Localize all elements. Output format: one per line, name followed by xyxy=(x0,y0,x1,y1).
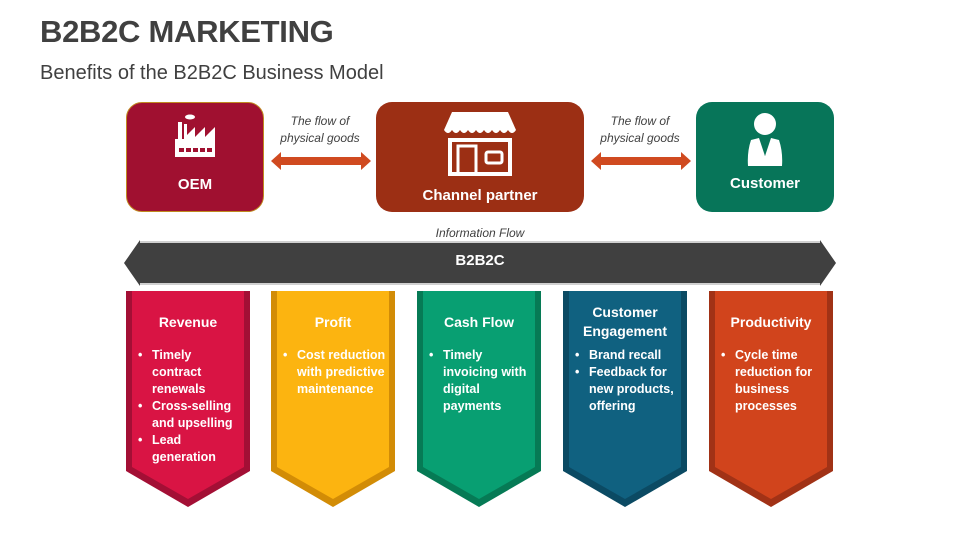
benefit-card-cash-flow: Cash Flow Timely invoicing with digital … xyxy=(417,291,541,507)
benefit-card-revenue: Revenue Timely contract renewals Cross-s… xyxy=(126,291,250,507)
customer-label: Customer xyxy=(729,175,800,192)
double-arrow-icon xyxy=(591,152,691,170)
store-icon xyxy=(444,112,516,176)
benefit-bullet: Cycle time reduction for business proces… xyxy=(719,347,827,415)
channel-partner-label: Channel partner xyxy=(422,187,538,204)
benefit-bullets: Timely contract renewals Cross-selling a… xyxy=(136,347,244,466)
benefit-bullets: Cycle time reduction for business proces… xyxy=(719,347,827,415)
slide-title: B2B2C MARKETING xyxy=(40,14,334,49)
benefit-title: Profit xyxy=(314,314,352,330)
flow-label-line: physical goods xyxy=(280,131,360,145)
customer-node: Customer xyxy=(696,102,834,212)
benefit-title: Revenue xyxy=(158,314,218,330)
b2b2c-label: B2B2C xyxy=(455,252,505,269)
benefit-bullets: Timely invoicing with digital payments xyxy=(427,347,535,415)
double-arrow-icon xyxy=(271,152,371,170)
b2b2c-double-arrow-band xyxy=(124,240,836,286)
flow-label-line: physical goods xyxy=(600,131,680,145)
benefit-title: Productivity xyxy=(730,314,812,330)
information-flow-label: Information Flow xyxy=(435,226,525,240)
flow-label-line: The flow of xyxy=(610,114,670,128)
benefit-title: Customer Engagement xyxy=(582,304,667,339)
factory-icon xyxy=(175,114,215,157)
benefit-card-productivity: Productivity Cycle time reduction for bu… xyxy=(709,291,833,507)
benefit-bullet: Brand recall xyxy=(573,347,681,364)
physical-flow-label-left: The flow of physical goods xyxy=(268,113,372,147)
benefit-card-customer-engagement: Customer Engagement Brand recall Feedbac… xyxy=(563,291,687,507)
benefit-title: Cash Flow xyxy=(443,314,514,330)
oem-node: OEM xyxy=(126,102,264,212)
benefit-bullet: Cross-selling and upselling xyxy=(136,398,244,432)
flow-label-line: The flow of xyxy=(290,114,350,128)
benefit-bullet: Timely contract renewals xyxy=(136,347,244,398)
benefit-bullet: Cost reduction with predictive maintenan… xyxy=(281,347,389,398)
benefit-bullets: Cost reduction with predictive maintenan… xyxy=(281,347,389,398)
businessman-icon xyxy=(747,113,783,166)
benefit-bullet: Lead generation xyxy=(136,432,244,466)
benefit-bullet: Feedback for new products, offering xyxy=(573,364,681,415)
benefit-card-profit: Profit Cost reduction with predictive ma… xyxy=(271,291,395,507)
channel-partner-node: Channel partner xyxy=(376,102,584,212)
oem-label: OEM xyxy=(177,176,213,193)
slide-subtitle: Benefits of the B2B2C Business Model xyxy=(40,62,384,84)
physical-flow-label-right: The flow of physical goods xyxy=(588,113,692,147)
benefit-bullet: Timely invoicing with digital payments xyxy=(427,347,535,415)
benefit-bullets: Brand recall Feedback for new products, … xyxy=(573,347,681,415)
